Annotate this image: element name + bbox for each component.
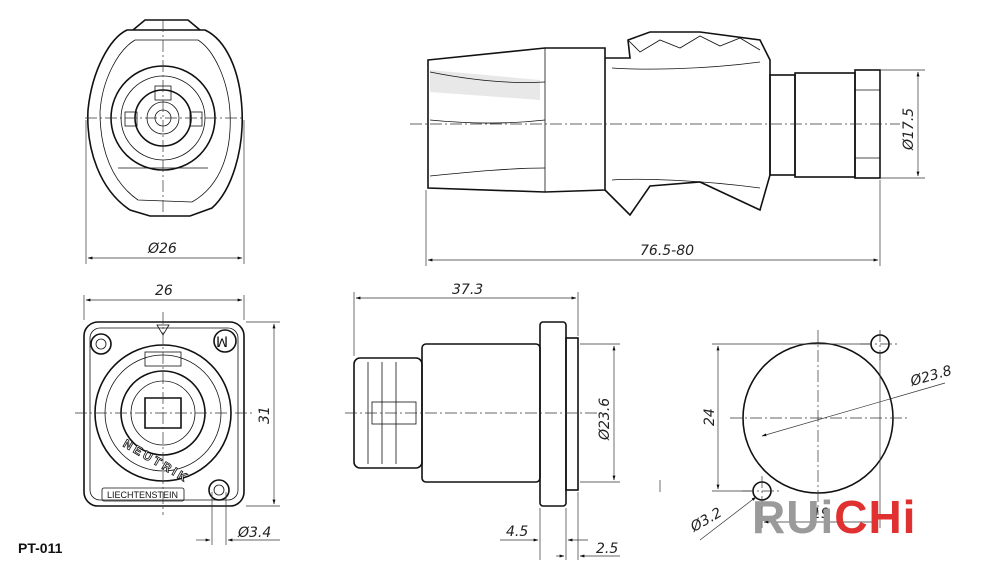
- svg-text:ꟽ: ꟽ: [216, 335, 228, 351]
- cutout-height: 24: [702, 408, 718, 426]
- neutrik-mark: NEUTRIK: [121, 436, 192, 485]
- cutout-diameter: Ø23.8: [908, 363, 954, 390]
- plug-side-view: Ø17.5 76.5-80: [410, 31, 925, 266]
- socket-height: 31: [257, 406, 273, 424]
- socket-depth: 37.3: [452, 282, 483, 298]
- socket-front-view: ꟽ NEUTRIK LIECHTENSTEIN 26 31 Ø3.4: [75, 283, 280, 545]
- product-code: PT-011: [18, 540, 63, 556]
- liechtenstein-mark: LIECHTENSTEIN: [107, 490, 178, 500]
- front-plug-diameter: Ø26: [147, 241, 177, 257]
- hole-diameter: Ø3.4: [237, 525, 271, 541]
- dimension-4-5: 4.5: [506, 524, 528, 540]
- plug-length: 76.5-80: [640, 243, 694, 259]
- dimension-2-5: 2.5: [596, 541, 618, 557]
- brand-watermark-part2: CHi: [834, 491, 917, 543]
- cutout-width: 19: [812, 506, 830, 522]
- socket-width: 26: [155, 283, 173, 299]
- panel-cutout-view: Ø23.8 24 19 Ø3.2: [687, 330, 954, 541]
- brand-watermark-part1: RUi: [752, 491, 835, 543]
- socket-side-view: 37.3 Ø23.6 4.5 2.5: [345, 282, 620, 560]
- plug-front-view: Ø26: [85, 19, 245, 264]
- brand-watermark: RUiCHi: [752, 490, 916, 544]
- side-plug-diameter: Ø17.5: [901, 108, 917, 151]
- cutout-hole-diameter: Ø3.2: [687, 505, 725, 536]
- body-diameter: Ø23.6: [597, 398, 613, 441]
